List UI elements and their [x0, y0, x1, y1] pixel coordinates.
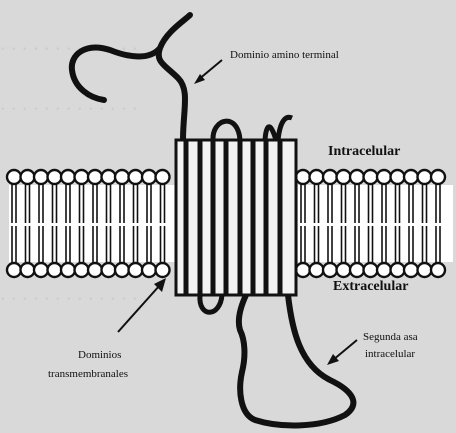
intracellular-loop-top	[213, 121, 240, 140]
arrow-loop-icon	[327, 340, 357, 365]
lipid-head-icon	[115, 170, 129, 184]
lipid-head-icon	[142, 263, 156, 277]
lipid-head-icon	[75, 263, 89, 277]
lipid-head-icon	[404, 170, 418, 184]
membrane-core	[298, 185, 453, 262]
lipid-head-icon	[21, 170, 35, 184]
label-amino-terminal: Dominio amino terminal	[230, 49, 339, 61]
lipid-head-icon	[350, 170, 364, 184]
lipid-head-icon	[61, 263, 75, 277]
membrane-core	[9, 185, 175, 262]
lipid-head-icon	[296, 263, 310, 277]
lipid-head-icon	[431, 263, 445, 277]
transmembrane-bundle	[176, 140, 296, 295]
lipid-head-icon	[310, 263, 324, 277]
lipid-head-icon	[102, 170, 116, 184]
label-dominios: Dominios	[78, 349, 121, 361]
lipid-head-icon	[7, 263, 21, 277]
arrow-amino-icon	[194, 60, 222, 84]
lipid-head-icon	[404, 263, 418, 277]
lipid-head-icon	[48, 170, 62, 184]
intracellular-loop-top-2	[265, 117, 292, 140]
lipid-head-icon	[7, 170, 21, 184]
lipid-head-icon	[61, 170, 75, 184]
lipid-bilayer-left	[7, 170, 175, 277]
svg-text:. . . . . . . . . . . . .: . . . . . . . . . . . . .	[0, 90, 138, 115]
lipid-head-icon	[418, 170, 432, 184]
label-intracelular: Intracelular	[328, 144, 400, 159]
lipid-head-icon	[377, 263, 391, 277]
lipid-head-icon	[156, 170, 170, 184]
lipid-head-icon	[102, 263, 116, 277]
svg-text:. . . . . . . . . . . . .: . . . . . . . . . . . . .	[0, 280, 138, 305]
lipid-head-icon	[337, 263, 351, 277]
label-extracelular: Extracelular	[333, 279, 408, 294]
lipid-head-icon	[129, 263, 143, 277]
lipid-head-icon	[364, 263, 378, 277]
lipid-head-icon	[350, 263, 364, 277]
lipid-head-icon	[75, 170, 89, 184]
lipid-head-icon	[310, 170, 324, 184]
lipid-head-icon	[48, 263, 62, 277]
label-intracelular-loop: intracelular	[365, 348, 415, 360]
extracellular-loop-small	[200, 295, 222, 312]
lipid-head-icon	[156, 263, 170, 277]
lipid-head-icon	[34, 170, 48, 184]
lipid-head-icon	[88, 263, 102, 277]
lipid-head-icon	[323, 170, 337, 184]
lipid-head-icon	[391, 170, 405, 184]
lipid-head-icon	[337, 170, 351, 184]
label-segunda-asa: Segunda asa	[363, 331, 418, 343]
lipid-head-icon	[142, 170, 156, 184]
lipid-head-icon	[364, 170, 378, 184]
lipid-head-icon	[418, 263, 432, 277]
lipid-bilayer-right	[296, 170, 453, 277]
lipid-head-icon	[296, 170, 310, 184]
lipid-head-icon	[431, 170, 445, 184]
lipid-head-icon	[377, 170, 391, 184]
lipid-head-icon	[391, 263, 405, 277]
lipid-head-icon	[129, 170, 143, 184]
lipid-head-icon	[34, 263, 48, 277]
lipid-head-icon	[323, 263, 337, 277]
label-transmembranales: transmembranales	[48, 368, 128, 380]
lipid-head-icon	[88, 170, 102, 184]
lipid-head-icon	[115, 263, 129, 277]
lipid-head-icon	[21, 263, 35, 277]
